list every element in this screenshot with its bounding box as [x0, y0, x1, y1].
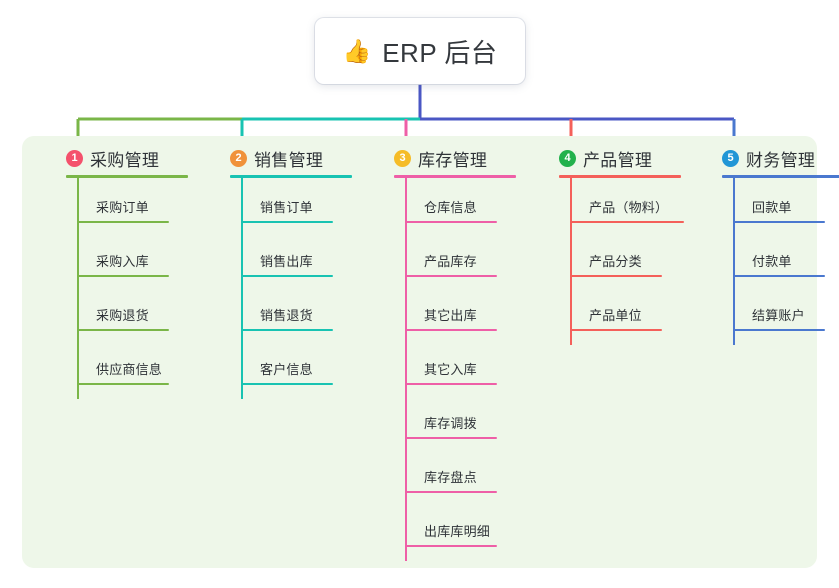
- leaf-item[interactable]: 库存调拨: [405, 391, 505, 445]
- branch-badge-5: 5: [722, 150, 739, 167]
- leaf-label: 其它入库: [424, 362, 477, 377]
- branch-spine-3: [405, 175, 407, 561]
- leaf-item[interactable]: 采购退货: [77, 283, 177, 337]
- leaf-label: 库存盘点: [424, 470, 477, 485]
- leaf-rule: [77, 221, 169, 223]
- leaf-item[interactable]: 采购入库: [77, 229, 177, 283]
- leaf-rule: [77, 275, 169, 277]
- leaf-label: 付款单: [752, 254, 792, 269]
- branch-spine-5: [733, 175, 735, 345]
- leaf-label: 回款单: [752, 200, 792, 215]
- leaf-rule: [241, 383, 333, 385]
- leaf-item[interactable]: 销售订单: [241, 175, 341, 229]
- leaf-label: 产品分类: [589, 254, 642, 269]
- branches-panel: 1 采购管理采购订单采购入库采购退货供应商信息 2 销售管理销售订单销售出库销售退货客…: [22, 136, 839, 568]
- leaf-rule: [241, 329, 333, 331]
- branch-header-rule-2: [230, 175, 352, 178]
- root-node-content: 👍 ERP 后台: [343, 33, 498, 70]
- branch-badge-4: 4: [559, 150, 576, 167]
- leaf-label: 采购订单: [96, 200, 149, 215]
- branch-header-2[interactable]: 2 销售管理: [230, 146, 323, 171]
- leaf-item[interactable]: 其它出库: [405, 283, 505, 337]
- branch-badge-2: 2: [230, 150, 247, 167]
- branch-title-3: 库存管理: [418, 151, 488, 170]
- leaf-item[interactable]: 采购订单: [77, 175, 177, 229]
- branch-header-rule-4: [559, 175, 681, 178]
- leaf-item[interactable]: 产品分类: [570, 229, 670, 283]
- branch-spine-1: [77, 175, 79, 399]
- leaf-label: 销售出库: [260, 254, 313, 269]
- leaf-rule: [405, 329, 497, 331]
- leaf-item[interactable]: 结算账户: [733, 283, 833, 337]
- leaf-item[interactable]: 出库库明细: [405, 499, 505, 553]
- leaf-rule: [77, 383, 169, 385]
- branch-header-rule-3: [394, 175, 516, 178]
- leaf-label: 库存调拨: [424, 416, 477, 431]
- leaf-label: 出库库明细: [424, 524, 491, 539]
- leaf-item[interactable]: 销售出库: [241, 229, 341, 283]
- leaf-item[interactable]: 付款单: [733, 229, 833, 283]
- leaf-rule: [241, 275, 333, 277]
- root-node[interactable]: 👍 ERP 后台: [315, 18, 525, 84]
- leaf-rule: [405, 491, 497, 493]
- leaf-label: 仓库信息: [424, 200, 477, 215]
- leaf-item[interactable]: 其它入库: [405, 337, 505, 391]
- root-title: ERP 后台: [382, 37, 498, 68]
- leaf-rule: [405, 437, 497, 439]
- branch-header-rule-5: [722, 175, 839, 178]
- branch-title-2: 销售管理: [254, 151, 324, 170]
- leaf-label: 销售订单: [260, 200, 313, 215]
- leaf-item[interactable]: 客户信息: [241, 337, 341, 391]
- branch-header-3[interactable]: 3 库存管理: [394, 146, 487, 171]
- leaf-label: 结算账户: [752, 308, 805, 323]
- leaf-item[interactable]: 供应商信息: [77, 337, 177, 391]
- leaf-label: 销售退货: [260, 308, 313, 323]
- leaf-item[interactable]: 回款单: [733, 175, 833, 229]
- leaf-rule: [733, 275, 825, 277]
- branch-title-1: 采购管理: [90, 151, 160, 170]
- leaf-rule: [241, 221, 333, 223]
- leaf-label: 产品单位: [589, 308, 642, 323]
- leaf-label: 产品库存: [424, 254, 477, 269]
- leaf-label: 供应商信息: [96, 362, 163, 377]
- branch-header-4[interactable]: 4 产品管理: [559, 146, 652, 171]
- leaf-item[interactable]: 产品（物料）: [570, 175, 684, 229]
- leaf-rule: [77, 329, 169, 331]
- leaf-rule: [570, 221, 684, 223]
- leaf-rule: [570, 329, 662, 331]
- branch-header-rule-1: [66, 175, 188, 178]
- branch-header-5[interactable]: 5 财务管理: [722, 146, 815, 171]
- leaf-label: 客户信息: [260, 362, 313, 377]
- leaf-label: 采购退货: [96, 308, 149, 323]
- branch-title-5: 财务管理: [746, 151, 816, 170]
- leaf-item[interactable]: 库存盘点: [405, 445, 505, 499]
- leaf-rule: [570, 275, 662, 277]
- thumbs-up-icon: 👍: [342, 37, 372, 64]
- leaf-item[interactable]: 仓库信息: [405, 175, 505, 229]
- branch-title-4: 产品管理: [583, 151, 653, 170]
- leaf-label: 其它出库: [424, 308, 477, 323]
- leaf-rule: [405, 545, 497, 547]
- leaf-item[interactable]: 销售退货: [241, 283, 341, 337]
- leaf-item[interactable]: 产品单位: [570, 283, 670, 337]
- branch-spine-4: [570, 175, 572, 345]
- leaf-label: 产品（物料）: [589, 200, 669, 215]
- leaf-rule: [405, 221, 497, 223]
- branch-badge-3: 3: [394, 150, 411, 167]
- leaf-rule: [405, 275, 497, 277]
- branch-spine-2: [241, 175, 243, 399]
- leaf-label: 采购入库: [96, 254, 149, 269]
- leaf-rule: [405, 383, 497, 385]
- leaf-item[interactable]: 产品库存: [405, 229, 505, 283]
- branch-badge-1: 1: [66, 150, 83, 167]
- leaf-rule: [733, 329, 825, 331]
- branch-header-1[interactable]: 1 采购管理: [66, 146, 159, 171]
- leaf-rule: [733, 221, 825, 223]
